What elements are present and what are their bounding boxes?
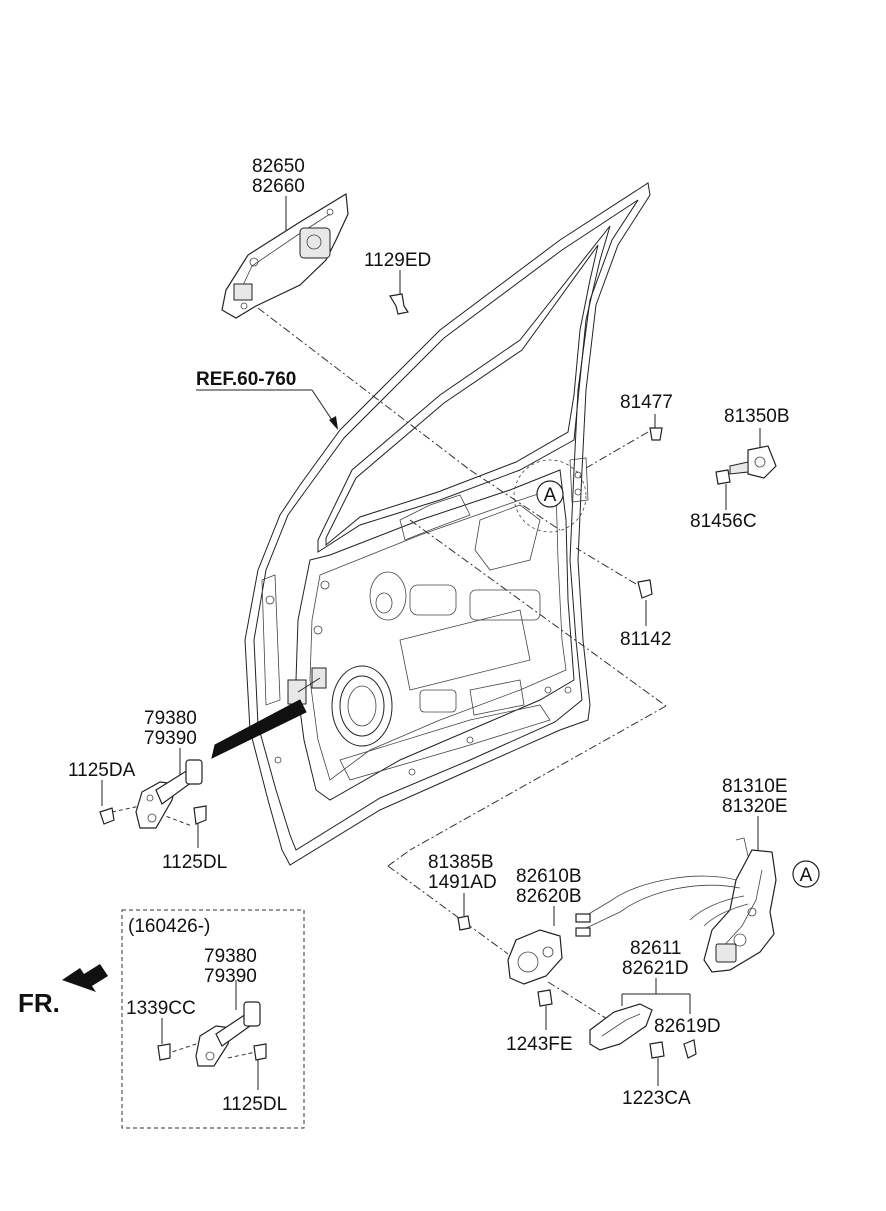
label-box-1125DL: 1125DL — [222, 1094, 287, 1115]
label-81310E: 81310E — [722, 776, 788, 797]
inside-handle-bracket-82650 — [221, 192, 349, 319]
label-1223CA: 1223CA — [622, 1088, 691, 1109]
label-1491AD: 1491AD — [428, 872, 497, 893]
label-79390: 79390 — [144, 728, 197, 749]
bolt-1125DA — [99, 807, 115, 825]
handle-housing-82610B — [507, 929, 563, 985]
bolt-1129ED — [389, 293, 409, 315]
label-box-date: (160426-) — [128, 916, 210, 937]
bolt-1125DL — [193, 805, 207, 825]
bolt-81477 — [649, 427, 663, 441]
callout-a-door-label: A — [544, 485, 557, 506]
label-1125DA: 1125DA — [68, 760, 136, 781]
label-82650: 82650 — [252, 156, 305, 177]
screw-1243FE — [537, 989, 553, 1007]
arrow-down-left-icon — [62, 964, 108, 992]
screw-81456C — [715, 469, 731, 485]
callout-a-latch: A — [792, 860, 820, 888]
label-box-79380: 79380 — [204, 946, 257, 967]
label-81385B: 81385B — [428, 852, 494, 873]
label-82621D: 82621D — [622, 958, 689, 979]
label-81350B: 81350B — [724, 406, 790, 427]
label-box-1339CC: 1339CC — [126, 998, 196, 1019]
screw-1223CA — [649, 1041, 665, 1059]
callout-a-latch-label: A — [800, 865, 813, 886]
label-1125DL: 1125DL — [162, 852, 227, 873]
label-1129ED: 1129ED — [364, 250, 431, 271]
label-82611: 82611 — [630, 938, 681, 959]
bolt-81142 — [637, 579, 653, 599]
label-81477: 81477 — [620, 392, 673, 413]
callout-a-door: A — [513, 459, 587, 533]
label-79380: 79380 — [144, 708, 197, 729]
label-82610B: 82610B — [516, 866, 582, 887]
label-82620B: 82620B — [516, 886, 582, 907]
label-82660: 82660 — [252, 176, 305, 197]
label-81142: 81142 — [620, 629, 671, 650]
label-82619D: 82619D — [654, 1016, 721, 1037]
cap-82619D — [683, 1039, 697, 1059]
front-door-panel — [211, 182, 651, 866]
inside-handle-82611 — [589, 1003, 653, 1051]
clip-81385B — [457, 915, 471, 931]
label-81320E: 81320E — [722, 796, 788, 817]
label-box-79390: 79390 — [204, 966, 257, 987]
door-checker-79380 — [135, 759, 203, 829]
label-front-direction: FR. — [18, 988, 60, 1018]
label-1243FE: 1243FE — [506, 1034, 573, 1055]
assembly-dashed-lines — [111, 307, 751, 1059]
label-ref-60-760: REF.60-760 — [196, 369, 296, 390]
striker-81350B — [729, 445, 777, 479]
variant-box — [121, 909, 305, 1129]
door-latch-81310E — [575, 837, 777, 973]
label-81456C: 81456C — [690, 511, 757, 532]
